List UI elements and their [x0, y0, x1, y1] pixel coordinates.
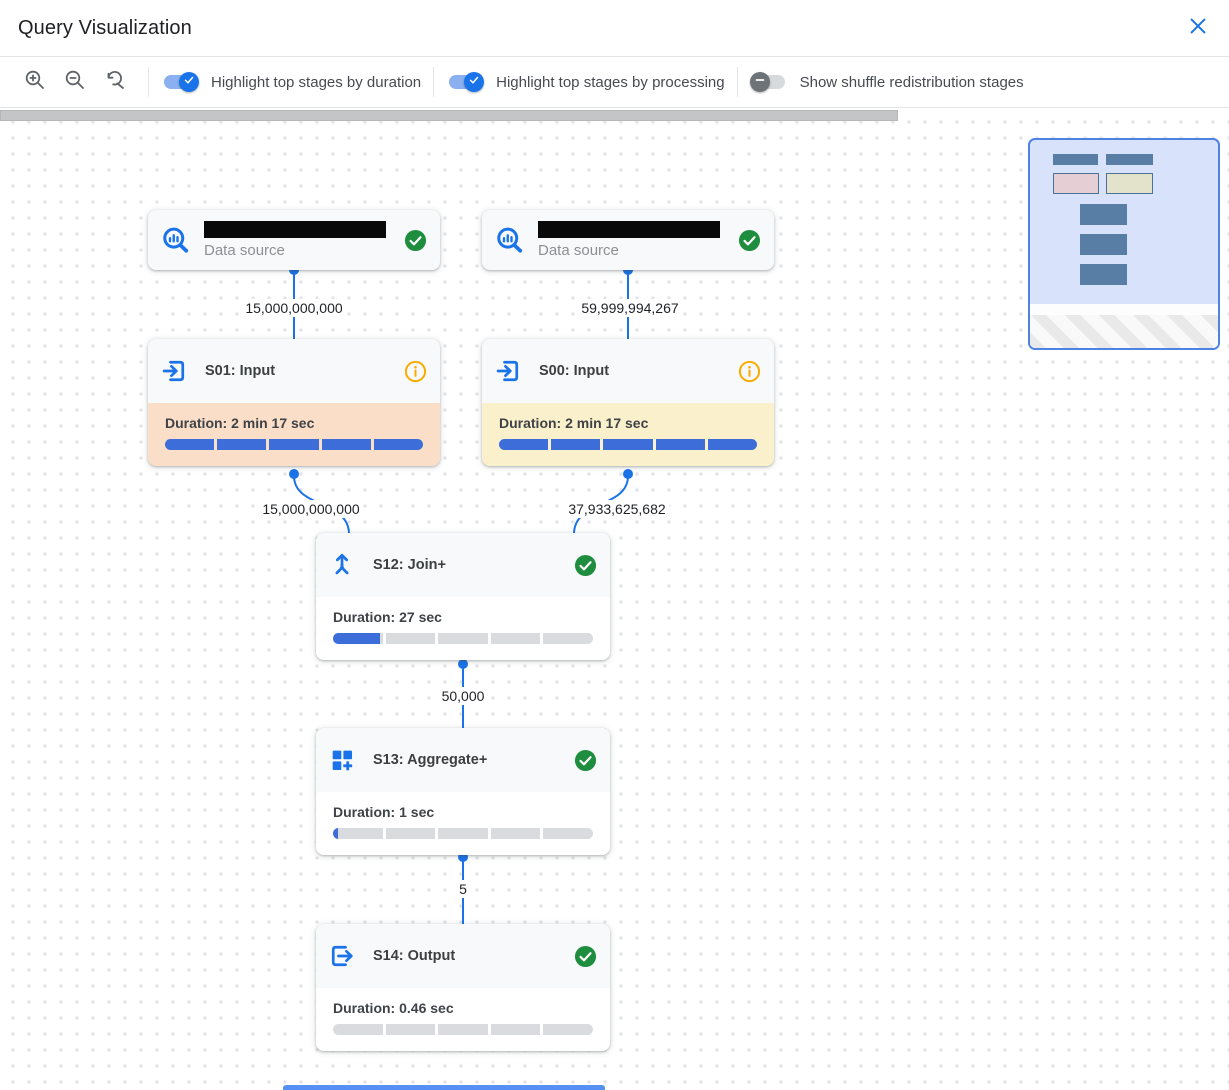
edge-rows-label: 5: [455, 880, 471, 898]
stage-duration: Duration: 1 sec: [333, 804, 435, 820]
stage-title: S01: Input: [205, 363, 276, 379]
horizontal-scrollbar[interactable]: [0, 110, 898, 121]
stage-title: S13: Aggregate+: [373, 752, 488, 768]
info-icon[interactable]: [738, 360, 761, 383]
minus-icon: [754, 73, 766, 91]
toggle-processing: Highlight top stages by processing: [446, 72, 725, 92]
toggle-processing-label: Highlight top stages by processing: [496, 73, 725, 91]
toolbar-divider: [433, 67, 435, 97]
success-check-icon: [404, 229, 427, 252]
join-icon: [328, 551, 356, 579]
minimap-out-of-view-area: [1030, 304, 1218, 348]
stage-progress-bar: [333, 828, 593, 839]
stage-title: S00: Input: [539, 363, 610, 379]
page-title: Query Visualization: [18, 16, 192, 39]
zoom-out-button[interactable]: [60, 67, 90, 97]
toolbar-divider: [148, 67, 149, 97]
node-subtitle: Data source: [204, 242, 285, 259]
zoom-in-button[interactable]: [20, 67, 50, 97]
toggle-processing-switch[interactable]: [446, 72, 485, 92]
toggle-duration-switch[interactable]: [161, 72, 199, 92]
minimap-hatch-pattern: [1030, 315, 1218, 348]
stage-duration: Duration: 2 min 17 sec: [165, 415, 315, 431]
close-icon: [1187, 15, 1209, 42]
node-stage-s12[interactable]: S12: Join+ Duration: 27 sec: [316, 533, 610, 660]
stage-title: S14: Output: [373, 948, 456, 964]
success-check-icon: [738, 229, 761, 252]
zoom-controls: [14, 67, 136, 97]
success-check-icon: [574, 749, 597, 772]
stage-duration: Duration: 2 min 17 sec: [499, 415, 649, 431]
input-icon: [160, 357, 188, 385]
node-stage-s00[interactable]: S00: Input Duration: 2 min 17 sec: [482, 339, 774, 466]
node-stage-s13[interactable]: S13: Aggregate+ Duration: 1 sec: [316, 728, 610, 855]
zoom-reset-icon: [103, 68, 127, 97]
zoom-reset-button[interactable]: [100, 67, 130, 97]
minimap-node: [1053, 154, 1098, 165]
edge-rows-label: 15,000,000,000: [258, 500, 364, 518]
toggle-duration: Highlight top stages by duration: [161, 72, 421, 92]
success-check-icon: [574, 945, 597, 968]
stage-progress-bar: [165, 439, 424, 450]
toggle-shuffle-label: Show shuffle redistribution stages: [799, 73, 1024, 91]
bigquery-table-icon: [494, 225, 524, 255]
edge-rows-label: 15,000,000,000: [241, 299, 347, 317]
node-subtitle: Data source: [538, 242, 619, 259]
close-button[interactable]: [1185, 15, 1211, 41]
minimap-node-highlight-duration: [1053, 173, 1099, 194]
node-stage-s14[interactable]: S14: Output Duration: 0.46 sec: [316, 924, 610, 1051]
toolbar-divider: [736, 67, 738, 97]
toolbar: Highlight top stages by duration Highlig…: [0, 57, 1229, 108]
info-icon[interactable]: [404, 360, 427, 383]
minimap-node: [1080, 204, 1127, 225]
minimap-node: [1080, 234, 1127, 255]
edge-rows-label: 37,933,625,682: [564, 500, 670, 518]
stage-duration: Duration: 0.46 sec: [333, 1000, 454, 1016]
stage-progress-bar: [499, 439, 758, 450]
check-icon: [468, 73, 480, 91]
minimap-node: [1106, 154, 1153, 165]
node-data-source-1[interactable]: Data source: [148, 210, 440, 270]
graph-minimap[interactable]: [1028, 138, 1220, 350]
zoom-in-icon: [23, 68, 47, 97]
aggregate-icon: [328, 746, 356, 774]
edge-rows-label: 50,000: [437, 687, 489, 705]
dialog-header: Query Visualization: [0, 0, 1229, 57]
node-stage-s01[interactable]: S01: Input Duration: 2 min 17 sec: [148, 339, 440, 466]
toggle-shuffle: Show shuffle redistribution stages: [749, 72, 1024, 92]
stage-progress-bar: [333, 1024, 593, 1035]
redacted-table-name: [538, 221, 720, 238]
bigquery-table-icon: [160, 225, 190, 255]
input-icon: [494, 357, 522, 385]
offscreen-node-edge: [283, 1085, 605, 1090]
stage-title: S12: Join+: [373, 557, 446, 573]
minimap-node-highlight-processing: [1106, 173, 1153, 194]
minimap-node: [1080, 264, 1127, 285]
edge-rows-label: 59,999,994,267: [577, 299, 683, 317]
node-data-source-2[interactable]: Data source: [482, 210, 774, 270]
redacted-table-name: [204, 221, 386, 238]
toggle-duration-label: Highlight top stages by duration: [211, 73, 422, 91]
toggle-shuffle-switch[interactable]: [749, 72, 788, 92]
output-icon: [328, 942, 356, 970]
check-icon: [183, 73, 195, 91]
success-check-icon: [574, 554, 597, 577]
graph-canvas[interactable]: 15,000,000,000 59,999,994,267 15,000,000…: [0, 108, 1229, 1090]
stage-progress-bar: [333, 633, 593, 644]
zoom-out-icon: [63, 68, 87, 97]
stage-duration: Duration: 27 sec: [333, 609, 442, 625]
